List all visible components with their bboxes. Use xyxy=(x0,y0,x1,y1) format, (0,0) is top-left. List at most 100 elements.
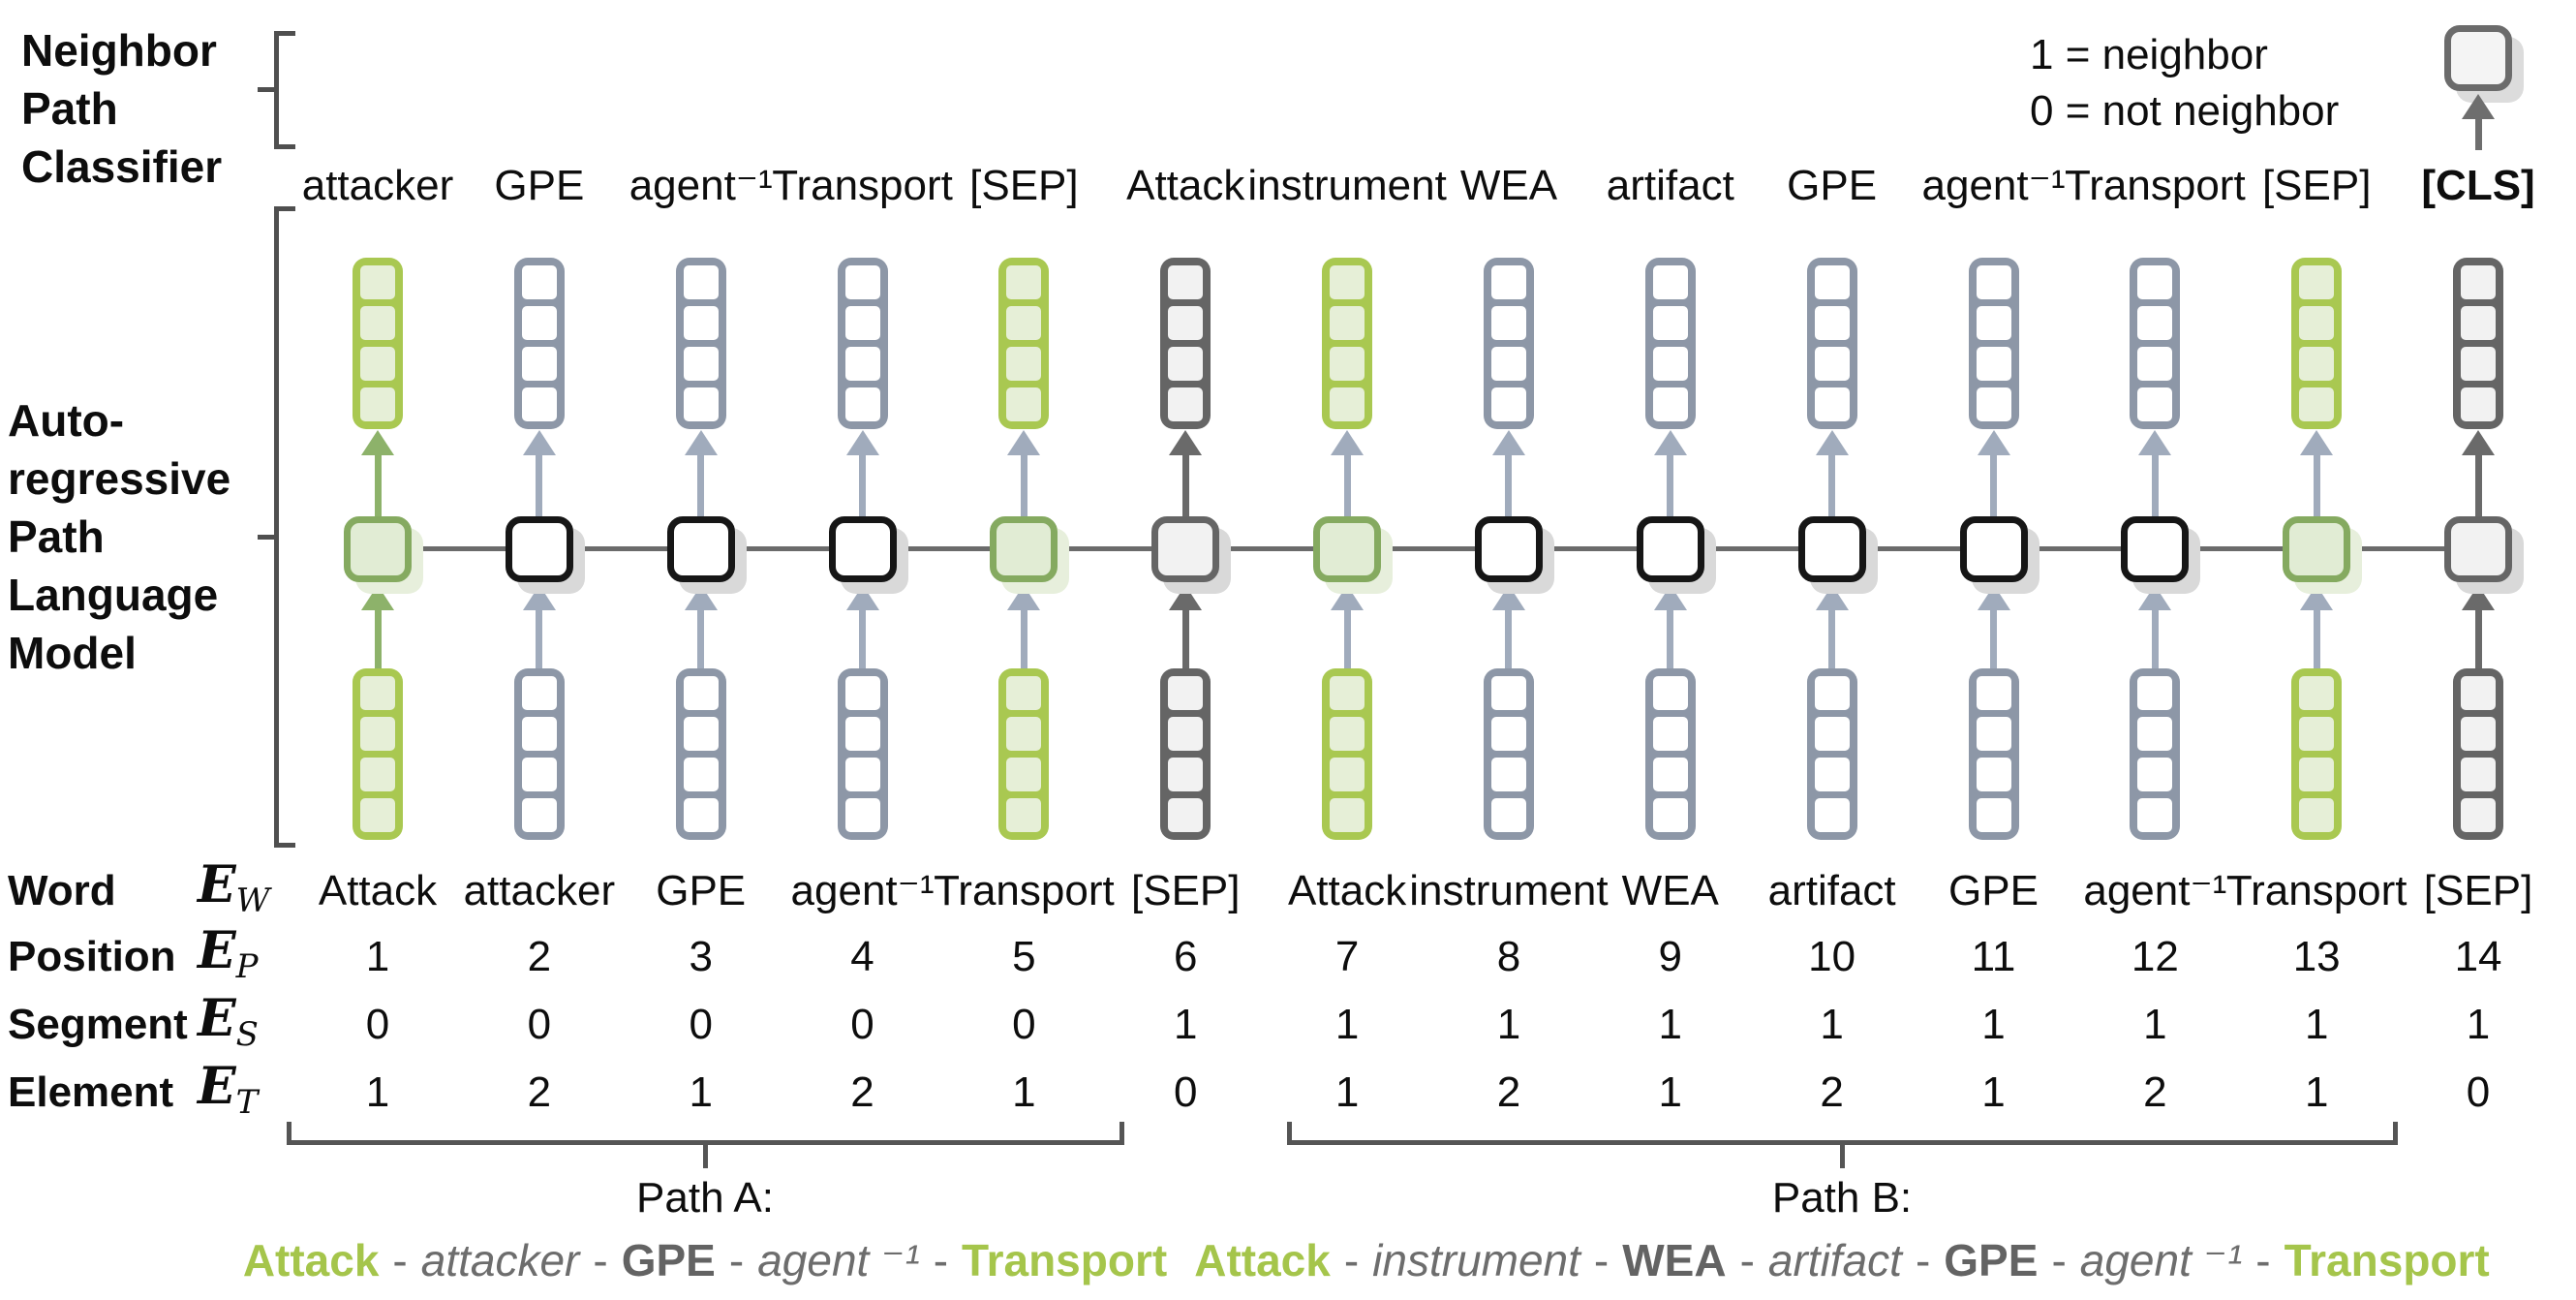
embedding-cell xyxy=(360,758,395,791)
segment-value: 1 xyxy=(1820,1001,1844,1048)
word-value: agent⁻¹ xyxy=(2083,867,2227,914)
symbol-E: E xyxy=(198,855,236,914)
embedding-cell xyxy=(1652,676,1688,710)
path-b-label: Path B: xyxy=(1771,1174,1913,1222)
arrow-head xyxy=(1331,430,1365,455)
position-value: 9 xyxy=(1658,933,1683,980)
embedding-cell xyxy=(683,387,719,421)
embedding-cell xyxy=(844,676,880,710)
token-column: Transport agent⁻¹ 4 0 2 xyxy=(747,0,979,1300)
word-value: WEA xyxy=(1621,867,1719,914)
embedding-cell xyxy=(1006,306,1042,340)
embedding-cell xyxy=(2137,347,2173,381)
embedding-cell xyxy=(1814,676,1850,710)
output-token-label: Attack xyxy=(1126,162,1245,209)
model-title-line: regressive xyxy=(8,453,231,504)
segment-value: 1 xyxy=(2143,1001,2167,1048)
embedding-cell xyxy=(683,717,719,751)
embedding-cell xyxy=(1490,265,1526,299)
token-column: instrument Attack 7 1 1 xyxy=(1231,0,1463,1300)
embedding-cell xyxy=(521,306,557,340)
up-arrow-icon xyxy=(1491,585,1525,668)
symbol-subscript: S xyxy=(235,1015,259,1054)
arrow-tail xyxy=(1990,610,1997,668)
word-value: instrument xyxy=(1409,867,1609,914)
symbol-E: E xyxy=(198,1057,236,1116)
input-embedding-stack xyxy=(998,668,1050,840)
embedding-cell xyxy=(1168,306,1204,340)
embedding-cell xyxy=(1976,676,2011,710)
arrow-tail xyxy=(2151,455,2159,517)
word-value: Attack xyxy=(1287,867,1407,914)
embedding-cell xyxy=(844,717,880,751)
embedding-cell xyxy=(1330,717,1365,751)
input-embedding-stack xyxy=(2453,668,2504,840)
up-arrow-icon xyxy=(1653,585,1687,668)
output-embedding-stack xyxy=(1160,258,1211,429)
token-column: GPE attacker 2 0 2 xyxy=(423,0,656,1300)
input-embedding-stack xyxy=(837,668,888,840)
embedding-cell xyxy=(1330,306,1365,340)
embedding-cell xyxy=(360,676,395,710)
embedding-cell xyxy=(1168,717,1204,751)
embedding-cell xyxy=(844,798,880,832)
embedding-cell xyxy=(683,676,719,710)
path-separator: - xyxy=(392,1235,408,1285)
up-arrow-icon xyxy=(1653,430,1687,517)
embedding-cell xyxy=(2137,676,2173,710)
position-value: 10 xyxy=(1808,933,1856,980)
segment-row-label: Segment xyxy=(8,1001,188,1048)
element-value: 1 xyxy=(1012,1068,1036,1116)
output-token-label: Transport xyxy=(2065,162,2246,209)
segment-value: 0 xyxy=(850,1001,874,1048)
position-value: 12 xyxy=(2131,933,2179,980)
model-title-line: Auto- xyxy=(8,395,125,446)
up-arrow-icon xyxy=(2300,585,2334,668)
embedding-cell xyxy=(1490,347,1526,381)
embedding-cell xyxy=(1330,676,1365,710)
path-token: GPE xyxy=(621,1235,716,1285)
model-bracket xyxy=(274,206,295,848)
path-separator: - xyxy=(728,1235,745,1285)
arrow-head xyxy=(522,585,556,610)
arrow-tail xyxy=(1020,455,1027,517)
language-model-cell xyxy=(1797,516,1866,582)
embedding-cell xyxy=(521,798,557,832)
language-model-cell xyxy=(505,516,573,582)
path-a-text: Attack-attacker-GPE-agent ⁻¹-Transport xyxy=(27,1234,1383,1286)
arrow-head xyxy=(2300,430,2334,455)
arrow-tail xyxy=(2151,610,2159,668)
arrow-tail xyxy=(1343,610,1351,668)
token-column: agent⁻¹ GPE 11 1 1 xyxy=(1878,0,2110,1300)
path-separator: - xyxy=(1343,1235,1360,1285)
input-embedding-stack xyxy=(2130,668,2181,840)
embedding-cell xyxy=(844,347,880,381)
output-token-label: [SEP] xyxy=(2261,162,2372,209)
classifier-legend: 1 = neighbor 0 = not neighbor xyxy=(2030,27,2339,139)
element-value: 2 xyxy=(1820,1068,1844,1116)
output-token-label: agent⁻¹ xyxy=(1921,162,2066,209)
embedding-cell xyxy=(683,306,719,340)
output-embedding-stack xyxy=(998,258,1050,429)
arrow-tail xyxy=(1667,610,1674,668)
up-arrow-icon xyxy=(2462,430,2496,517)
segment-value: 0 xyxy=(1012,1001,1036,1048)
embedding-cell xyxy=(2461,265,2497,299)
path-token: instrument xyxy=(1372,1235,1580,1285)
embedding-cell xyxy=(2299,347,2335,381)
arrow-head xyxy=(1977,585,2010,610)
up-arrow-icon xyxy=(522,430,556,517)
arrow-tail xyxy=(1990,455,1997,517)
arrow-head xyxy=(1007,585,1041,610)
output-embedding-stack xyxy=(837,258,888,429)
word-value: [SEP] xyxy=(1131,867,1241,914)
embedding-cell xyxy=(2461,717,2497,751)
embedding-cell xyxy=(683,347,719,381)
output-embedding-stack xyxy=(675,258,726,429)
embedding-cell xyxy=(844,758,880,791)
embedding-cell xyxy=(1168,347,1204,381)
path-separator: - xyxy=(2051,1235,2067,1285)
embedding-cell xyxy=(1006,676,1042,710)
token-column: agent⁻¹ GPE 3 0 1 xyxy=(585,0,817,1300)
element-value: 1 xyxy=(365,1068,390,1116)
